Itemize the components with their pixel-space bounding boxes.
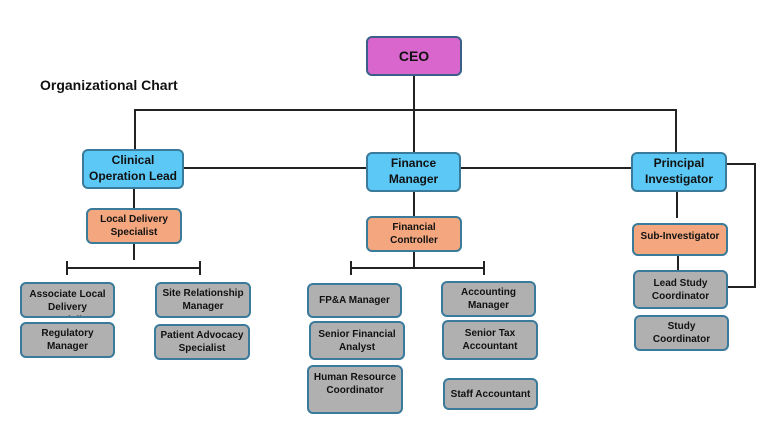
associate-local-delivery-node: Associate Local Delivery Specialist <box>20 282 115 318</box>
connector <box>413 192 415 216</box>
connector <box>66 267 201 269</box>
connector <box>133 244 135 260</box>
connector <box>754 163 756 288</box>
senior-tax-accountant-node: Senior Tax Accountant <box>442 320 538 360</box>
connector <box>413 76 415 152</box>
connector <box>413 252 415 268</box>
connector <box>350 261 352 275</box>
fpa-manager-node: FP&A Manager <box>307 283 402 318</box>
connector <box>728 286 756 288</box>
senior-financial-analyst-node: Senior Financial Analyst <box>309 321 405 360</box>
connector <box>350 267 485 269</box>
local-delivery-specialist-node: Local Delivery Specialist <box>86 208 182 244</box>
finance-manager-node: Finance Manager <box>366 152 461 192</box>
connector <box>461 167 631 169</box>
connector <box>134 109 677 111</box>
patient-advocacy-specialist-node: Patient Advocacy Specialist <box>154 324 250 360</box>
connector <box>677 256 679 270</box>
chart-title: Organizational Chart <box>40 77 178 93</box>
connector <box>675 109 677 152</box>
ceo-node: CEO <box>366 36 462 76</box>
regulatory-manager-node: Regulatory Manager <box>20 322 115 358</box>
connector <box>727 163 755 165</box>
accounting-manager-node: Accounting Manager <box>441 281 536 317</box>
connector <box>66 261 68 275</box>
financial-controller-node: Financial Controller <box>366 216 462 252</box>
connector <box>133 189 135 208</box>
site-relationship-manager-node: Site Relationship Manager <box>155 282 251 318</box>
clinical-operation-lead-node: Clinical Operation Lead <box>82 149 184 189</box>
staff-accountant-node: Staff Accountant <box>443 378 538 410</box>
lead-study-coordinator-node: Lead Study Coordinator <box>633 270 728 309</box>
connector <box>676 192 678 218</box>
connector <box>134 109 136 149</box>
principal-investigator-node: Principal Investigator <box>631 152 727 192</box>
connector <box>199 261 201 275</box>
connector <box>483 261 485 275</box>
human-resource-coordinator-node: Human Resource Coordinator <box>307 365 403 414</box>
connector <box>184 167 366 169</box>
study-coordinator-node: Study Coordinator <box>634 315 729 351</box>
sub-investigator-node: Sub-Investigator <box>632 223 728 256</box>
